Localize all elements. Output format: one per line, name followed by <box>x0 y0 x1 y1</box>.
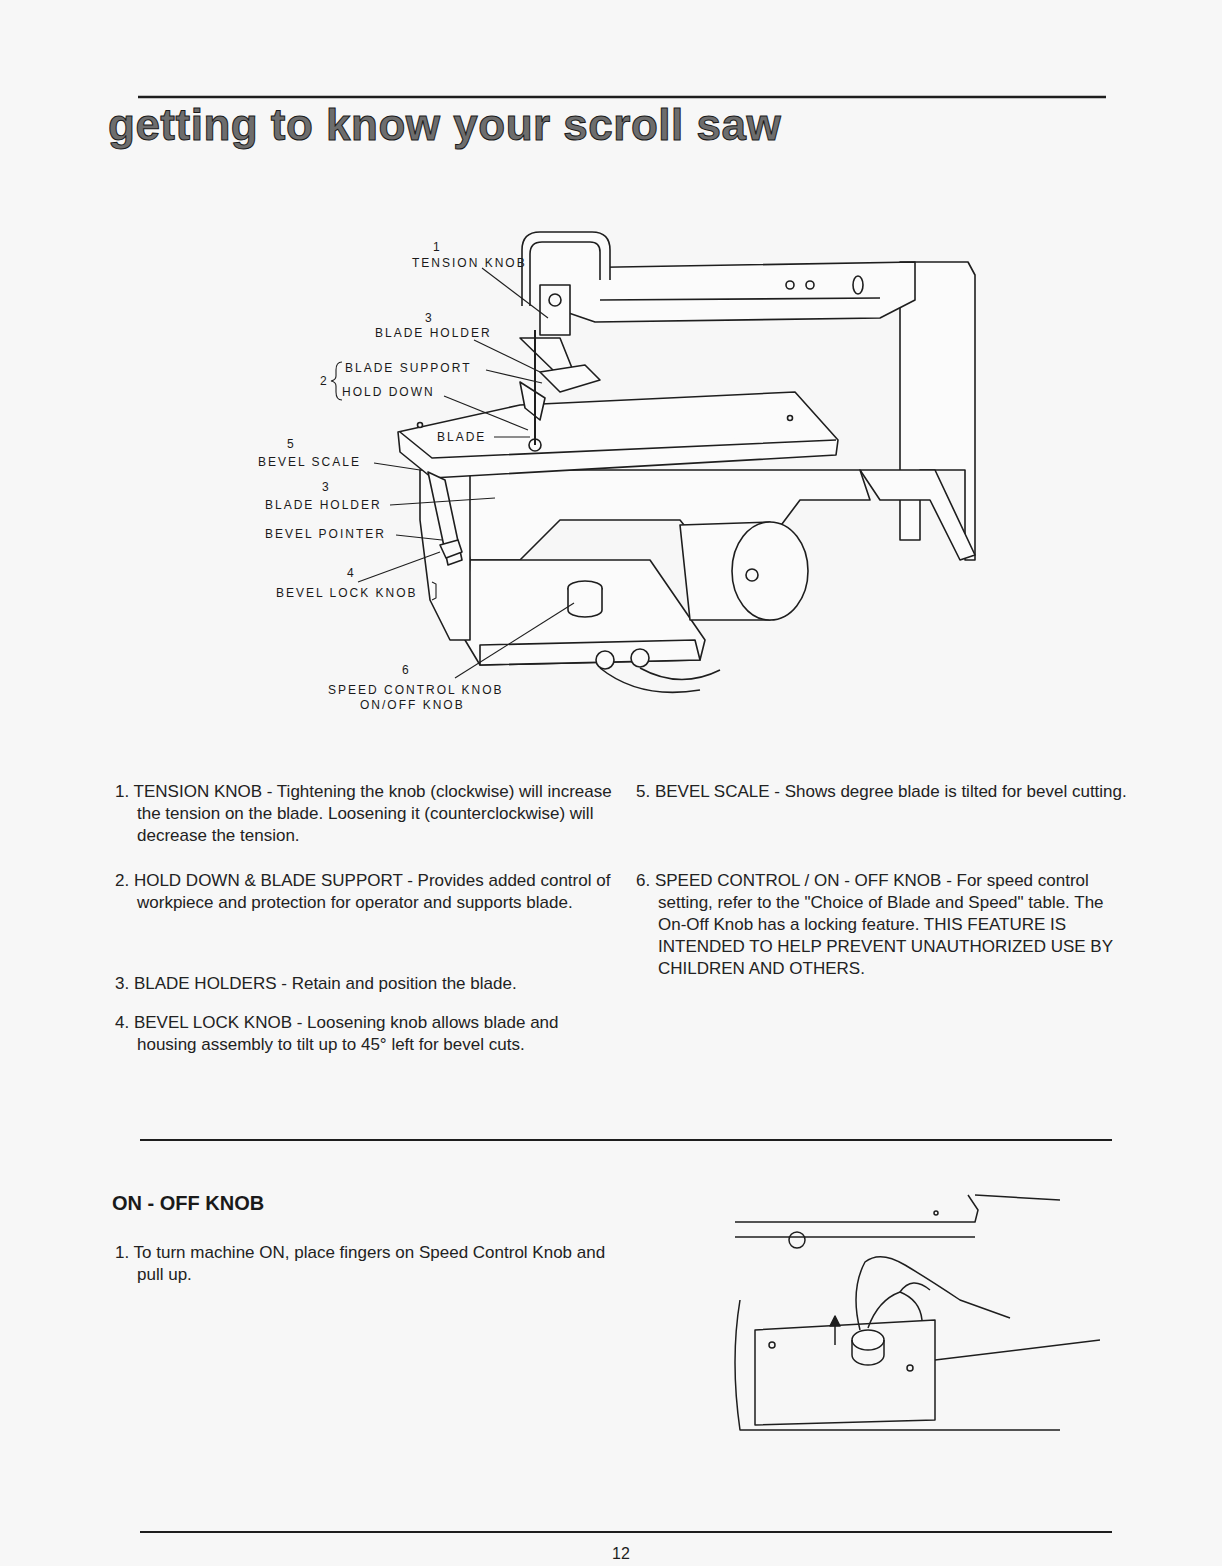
illustration-stroke <box>746 569 758 581</box>
illustration-stroke <box>140 1531 1112 1533</box>
illustration-stroke <box>138 96 1106 99</box>
illustration-stroke <box>568 588 602 617</box>
callout-number: 1 <box>433 240 442 254</box>
illustration-stroke <box>396 535 442 540</box>
part-name: BLADE SUPPORT <box>345 361 471 375</box>
illustration-stroke <box>520 338 572 372</box>
illustration-stroke <box>428 472 462 565</box>
illustration-stroke <box>735 1236 975 1238</box>
illustration-stroke <box>374 463 420 470</box>
description-item: 4. BEVEL LOCK KNOB - Loosening knob allo… <box>115 1012 615 1056</box>
illustration-stroke <box>735 1195 978 1222</box>
illustration-stroke <box>358 552 440 582</box>
callout-number: 3 <box>425 311 434 325</box>
description-item: 6. SPEED CONTROL / ON - OFF KNOB - For s… <box>636 870 1136 980</box>
illustration-stroke <box>331 362 342 400</box>
page-number: 12 <box>612 1545 630 1563</box>
illustration-stroke <box>494 436 530 437</box>
illustration-stroke <box>640 668 720 680</box>
illustration-stroke <box>806 281 814 289</box>
illustration-stroke <box>398 392 838 478</box>
illustration-stroke <box>852 1340 884 1365</box>
illustration-stroke <box>418 423 423 428</box>
leader-lines <box>331 268 574 678</box>
illustration-stroke <box>534 330 536 445</box>
description-item: 5. BEVEL SCALE - Shows degree blade is t… <box>636 781 1136 803</box>
illustration-stroke <box>482 268 548 318</box>
part-name: BLADE HOLDER <box>265 498 382 512</box>
part-name: HOLD DOWN <box>342 385 435 399</box>
saw-body <box>398 232 975 669</box>
instruction-step: 1. To turn machine ON, place fingers on … <box>115 1242 615 1286</box>
illustration-stroke <box>560 262 915 322</box>
knob-illustration <box>735 1195 1100 1430</box>
illustration-stroke <box>907 1365 913 1371</box>
callout-number: 4 <box>347 566 356 580</box>
illustration-stroke <box>830 1316 840 1326</box>
part-name: BEVEL LOCK KNOB <box>276 586 418 600</box>
illustration-stroke <box>596 651 614 669</box>
illustration-stroke <box>440 540 462 558</box>
part-name: BLADE <box>437 430 486 444</box>
illustration-stroke <box>474 340 540 372</box>
illustration-stroke <box>455 470 870 560</box>
callout-number: 2 <box>320 374 329 388</box>
illustration-stroke <box>935 1340 1100 1360</box>
section-heading: ON - OFF KNOB <box>112 1192 264 1215</box>
illustration-stroke <box>432 582 436 600</box>
illustration-stroke <box>769 1342 775 1348</box>
part-name: BLADE HOLDER <box>375 326 492 340</box>
illustration-stroke <box>480 640 700 665</box>
illustration-stroke <box>540 365 600 392</box>
illustration-stroke <box>486 370 542 383</box>
illustration-stroke <box>788 416 793 421</box>
illustration-stroke <box>975 1195 1060 1200</box>
illustration-stroke <box>860 470 975 560</box>
illustration-stroke <box>852 1330 884 1350</box>
illustration-stroke <box>390 498 495 505</box>
illustration-stroke <box>789 1232 805 1248</box>
part-name: ON/OFF KNOB <box>360 698 465 712</box>
illustration-stroke <box>856 1257 1010 1330</box>
illustration-stroke <box>444 396 528 430</box>
illustration-stroke <box>735 1300 1060 1430</box>
callout-number: 3 <box>322 480 331 494</box>
part-name: BEVEL POINTER <box>265 527 386 541</box>
illustration-stroke <box>600 298 880 300</box>
page-title: getting to know your scroll saw <box>108 100 781 150</box>
illustration-stroke <box>853 276 863 294</box>
illustration-stroke <box>732 522 808 620</box>
illustration-stroke <box>549 294 561 306</box>
saw-lines <box>535 330 720 692</box>
part-name: SPEED CONTROL KNOB <box>328 683 504 697</box>
part-name: BEVEL SCALE <box>258 455 361 469</box>
illustration-stroke <box>868 1292 922 1328</box>
illustration-stroke <box>934 1211 938 1215</box>
illustration-stroke <box>520 382 545 420</box>
illustration-stroke <box>786 281 794 289</box>
description-item: 2. HOLD DOWN & BLADE SUPPORT - Provides … <box>115 870 615 914</box>
description-item: 3. BLADE HOLDERS - Retain and position t… <box>115 973 615 995</box>
illustration-stroke <box>455 603 574 678</box>
part-name: TENSION KNOB <box>412 256 527 270</box>
callout-number: 6 <box>402 663 411 677</box>
illustration-stroke <box>755 1320 935 1425</box>
illustration-stroke <box>140 1139 1112 1141</box>
illustration-stroke <box>631 649 649 667</box>
illustration-stroke <box>420 470 470 640</box>
callout-number: 5 <box>287 437 296 451</box>
illustration-stroke <box>540 285 570 335</box>
illustration-stroke <box>900 1283 930 1292</box>
description-item: 1. TENSION KNOB - Tightening the knob (c… <box>115 781 615 847</box>
